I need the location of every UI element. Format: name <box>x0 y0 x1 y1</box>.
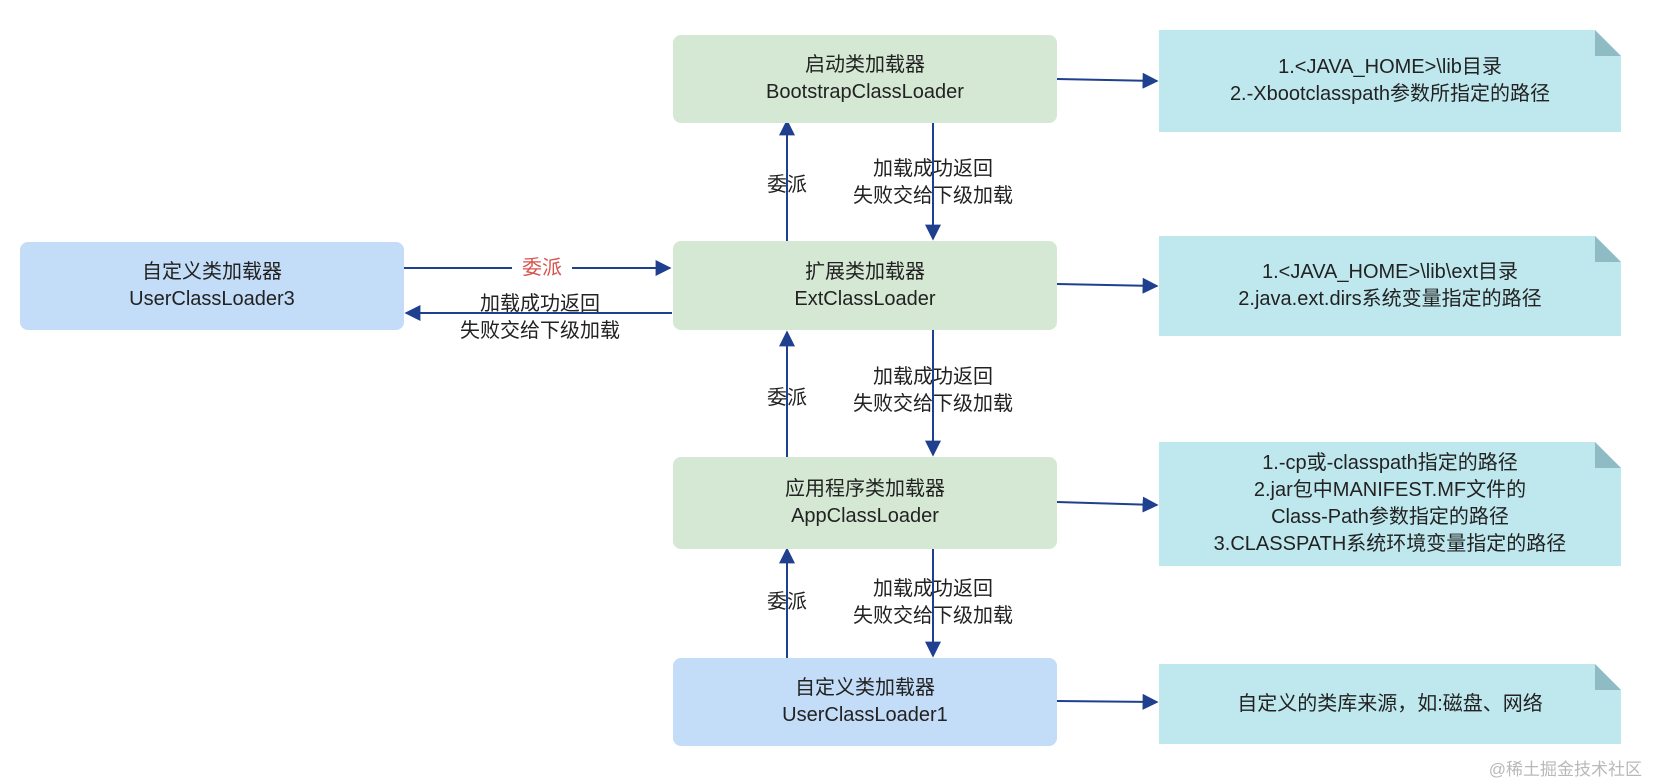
app-classloader-box: 应用程序类加载器 AppClassLoader <box>673 457 1057 549</box>
return-label: 加载成功返回 失败交给下级加载 <box>460 293 620 342</box>
note-line: 2.jar包中MANIFEST.MF文件的 <box>1253 479 1527 501</box>
bootstrap-classloader-name: 启动类加载器 <box>805 54 925 76</box>
user-classloader3-name: 自定义类加载器 <box>142 261 282 283</box>
app-classloader-class: AppClassLoader <box>791 505 939 527</box>
note-line: 3.CLASSPATH系统环境变量指定的路径 <box>1213 533 1567 555</box>
arrow-app-to-note <box>1056 496 1159 513</box>
note-line: 1.<JAVA_HOME>\lib\ext目录 <box>1261 261 1518 283</box>
ext-classloader-class: ExtClassLoader <box>794 287 936 310</box>
delegate-label: 委派 <box>767 591 807 613</box>
note-line: 2.java.ext.dirs系统变量指定的路径 <box>1238 288 1542 310</box>
user-classloader3-class: UserClassLoader3 <box>129 288 295 310</box>
note-line: 自定义的类库来源，如:磁盘、网络 <box>1237 692 1543 715</box>
watermark: @稀土掘金技术社区 <box>1488 760 1642 779</box>
user-classloader1-box: 自定义类加载器 UserClassLoader1 <box>673 658 1057 746</box>
note-line: 1.<JAVA_HOME>\lib目录 <box>1278 56 1502 78</box>
bootstrap-path-note: 1.<JAVA_HOME>\lib目录 2.-Xbootclasspath参数所… <box>1159 30 1621 132</box>
bootstrap-classloader-class: BootstrapClassLoader <box>766 81 964 103</box>
delegate-label: 委派 <box>767 174 807 196</box>
app-path-note: 1.-cp或-classpath指定的路径 2.jar包中MANIFEST.MF… <box>1159 442 1621 566</box>
arrow-bootstrap-to-note <box>1056 72 1159 89</box>
note-line: 1.-cp或-classpath指定的路径 <box>1262 452 1518 474</box>
ext-classloader-name: 扩展类加载器 <box>805 260 925 283</box>
user-classloader1-class: UserClassLoader1 <box>782 704 948 726</box>
note-line: Class-Path参数指定的路径 <box>1271 506 1509 528</box>
return-label: 加载成功返回 失败交给下级加载 <box>853 366 1013 415</box>
return-label: 加载成功返回 失败交给下级加载 <box>853 158 1013 207</box>
user-classloader3-box: 自定义类加载器 UserClassLoader3 <box>20 242 404 330</box>
arrow-user1-to-note <box>1056 693 1159 710</box>
delegate-label: 委派 <box>767 387 807 409</box>
note-line: 2.-Xbootclasspath参数所指定的路径 <box>1229 83 1551 105</box>
delegate-label-highlight: 委派 <box>522 257 562 279</box>
return-label: 加载成功返回 失败交给下级加载 <box>853 578 1013 627</box>
arrow-ext-to-note <box>1056 277 1159 294</box>
ext-classloader-box: 扩展类加载器 ExtClassLoader <box>673 241 1057 330</box>
ext-path-note: 1.<JAVA_HOME>\lib\ext目录 2.java.ext.dirs系… <box>1159 236 1621 336</box>
app-classloader-name: 应用程序类加载器 <box>785 478 945 500</box>
bootstrap-classloader-box: 启动类加载器 BootstrapClassLoader <box>673 35 1057 123</box>
user-classloader1-name: 自定义类加载器 <box>795 677 935 699</box>
user1-path-note: 自定义的类库来源，如:磁盘、网络 <box>1159 664 1621 744</box>
